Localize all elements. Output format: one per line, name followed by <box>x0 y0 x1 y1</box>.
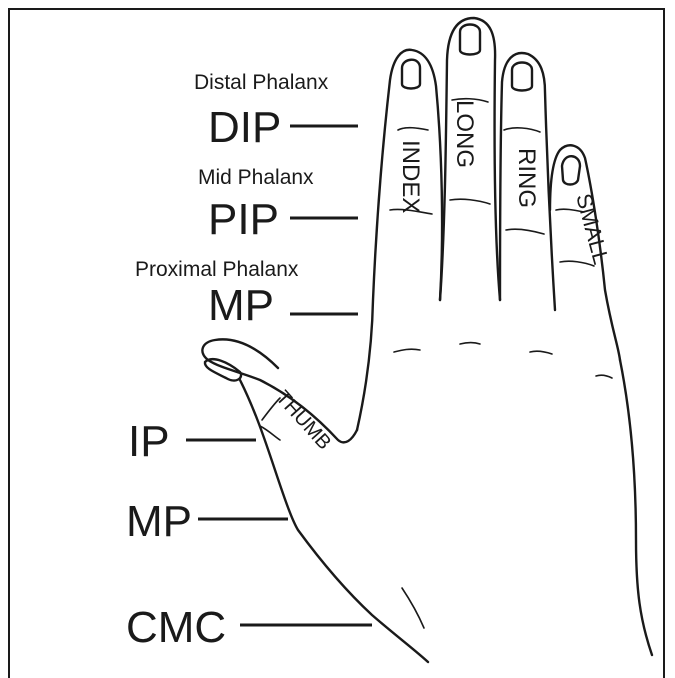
dip-joint-label: DIP <box>208 103 281 152</box>
ring-finger-label: RING <box>513 148 540 208</box>
pip-joint-label: PIP <box>208 195 279 244</box>
index-finger-outline <box>357 50 442 430</box>
thumb-outline <box>202 339 357 442</box>
long-nail <box>460 25 480 55</box>
small-finger-label: SMALL <box>571 191 614 267</box>
small-nail <box>562 156 580 184</box>
proximal-phalanx-label: Proximal Phalanx <box>135 258 299 281</box>
index-nail <box>402 60 420 89</box>
thumb-mp-joint-label: MP <box>126 497 192 546</box>
palm-right-outline <box>620 360 652 655</box>
ring-nail <box>512 63 532 91</box>
cmc-joint-label: CMC <box>126 603 226 652</box>
mp-joint-label: MP <box>208 281 274 330</box>
thumb-label: THUMB <box>271 387 335 455</box>
long-finger-label: LONG <box>451 100 478 168</box>
mid-phalanx-label: Mid Phalanx <box>198 166 314 189</box>
ip-joint-label: IP <box>128 417 170 466</box>
thumb-lower-outline <box>240 380 428 662</box>
distal-phalanx-label: Distal Phalanx <box>194 71 329 94</box>
index-finger-label: INDEX <box>397 140 424 213</box>
